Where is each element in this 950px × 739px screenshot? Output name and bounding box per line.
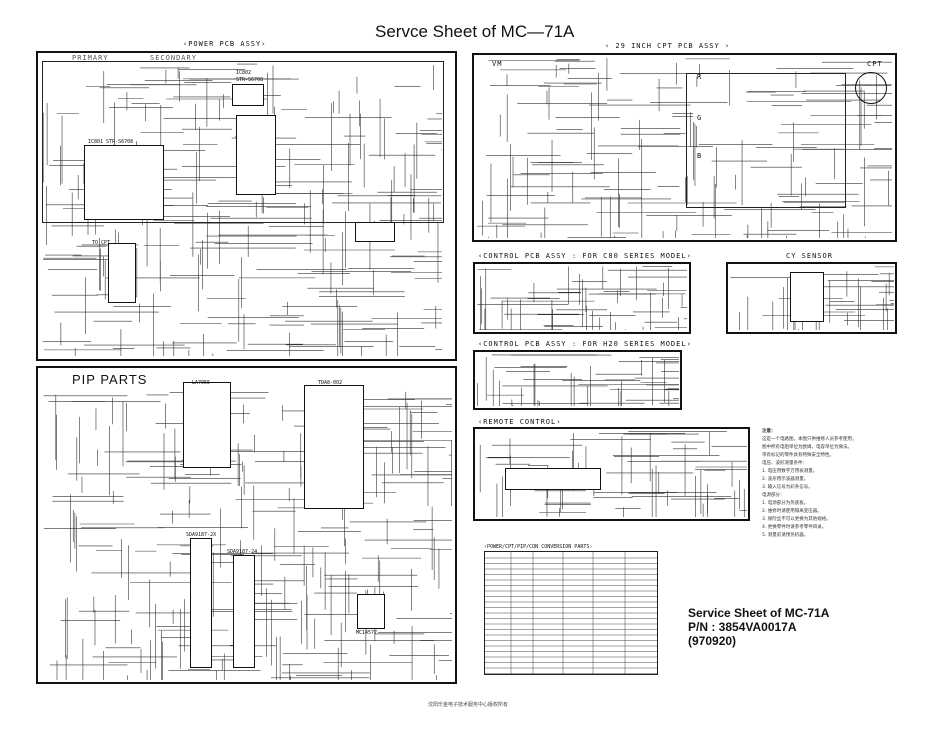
note-line: 图中所有电阻单位为欧姆，电容单位为微法。 [762, 445, 852, 450]
pip-parts-block [36, 366, 457, 684]
crt-socket [855, 72, 887, 104]
notes-block: 注意： 这是一个电路图，本图只供维修人员参考使用。图中所有电阻单位为欧姆，电容单… [762, 428, 912, 540]
tda-ic [304, 385, 364, 509]
conversion-grid [485, 552, 657, 674]
notes-list: 这是一个电路图，本图只供维修人员参考使用。图中所有电阻单位为欧姆，电容单位为微法… [762, 436, 912, 540]
sda1-ic [190, 538, 212, 668]
service-info: Service Sheet of MC-71A P/N : 3854VA0017… [688, 606, 829, 648]
sda2-ic [233, 555, 255, 668]
ic801-box [84, 145, 164, 220]
pip-parts-label: PIP PARTS [72, 372, 148, 387]
note-line: 3. 输入信号为彩条信号。 [762, 485, 813, 490]
tda-label: TDA8-002 [318, 380, 343, 386]
sda1-label: SDA9187-2X [186, 532, 217, 538]
mc-label: MC14577 [356, 630, 378, 636]
to-cpt-label: TO CPT [92, 240, 111, 246]
cpt-pcb-label: ‹ 29 INCH CPT PCB ASSY › [605, 42, 731, 50]
vm-label: VM [492, 60, 503, 68]
note-line: 1. 电压用数字万用表测量。 [762, 469, 818, 474]
cpt-pcb-block [472, 53, 897, 242]
flyback-box [236, 115, 276, 195]
note-line: 这是一个电路图，本图只供维修人员参考使用。 [762, 437, 857, 442]
power-pcb-block [36, 51, 457, 361]
control-c80-label: ‹CONTROL PCB ASSY : FOR C80 SERIES MODEL… [478, 252, 692, 260]
b-label: B [697, 152, 703, 160]
conversion-label: ‹POWER/CPT/PIP/CON CONVERSION PARTS› [484, 544, 593, 550]
ic801-label: IC801 STR-S6708 [88, 139, 134, 145]
remote-control-label: ‹REMOTE CONTROL› [478, 418, 562, 426]
sheet-title: Servce Sheet of MC—71A [375, 22, 575, 41]
notes-title: 注意： [762, 429, 776, 434]
revision-date: (970920) [688, 634, 737, 648]
remote-ic [505, 468, 601, 490]
mc-ic [357, 594, 385, 629]
note-line: 4. 更换零件时请参考零件目录。 [762, 525, 827, 530]
control-h20-block [473, 350, 682, 410]
cy-sensor-block [726, 262, 897, 334]
conversion-table [484, 551, 658, 675]
secondary-label: SECONDARY [150, 54, 197, 62]
note-line: 2. 维修时请使用隔离变压器。 [762, 509, 822, 514]
la7955-ic [183, 382, 231, 468]
ic802-box [232, 84, 264, 106]
cpt-label: CPT [867, 60, 883, 68]
power-inner-frame [42, 61, 444, 223]
ic802-label: IC802 [236, 70, 252, 76]
note-line: 1. 电源部分为热底板。 [762, 501, 809, 506]
note-line: 3. 保险丝不可以更换为其他规格。 [762, 517, 831, 522]
ic803-box [108, 243, 136, 303]
note-line: 电压、波形测量条件： [762, 461, 807, 466]
copyright-footer: 沈阳乐金电子技术服务中心版权所有 [428, 702, 509, 708]
note-line: 5. 测量前请预热机器。 [762, 533, 809, 538]
sda2-label: SDA9187-24 [227, 549, 258, 555]
control-h20-label: ‹CONTROL PCB ASSY : FOR H20 SERIES MODEL… [478, 340, 692, 348]
service-info-title: Service Sheet of MC-71A [688, 606, 830, 620]
g-label: G [697, 114, 703, 122]
remote-control-block [473, 427, 750, 521]
cy-sensor-label: CY SENSOR [786, 252, 833, 260]
power-pcb-label: ‹POWER PCB ASSY› [183, 40, 267, 48]
note-line: 2. 波形用示波器测量。 [762, 477, 809, 482]
la7955-label: LA7955 [192, 380, 211, 386]
str-label: STR-S6708 [236, 77, 264, 83]
note-line: 带有标记的零件具有特殊安全特性。 [762, 453, 834, 458]
cy-sensor-ic [790, 272, 824, 322]
rgb-drive-frame [686, 73, 846, 208]
control-c80-block [473, 262, 691, 334]
r-label: R [697, 73, 703, 81]
relay-box [355, 222, 395, 242]
part-number: P/N : 3854VA0017A [688, 620, 797, 634]
note-line: 电源部分： [762, 493, 785, 498]
primary-label: PRIMARY [72, 54, 109, 62]
